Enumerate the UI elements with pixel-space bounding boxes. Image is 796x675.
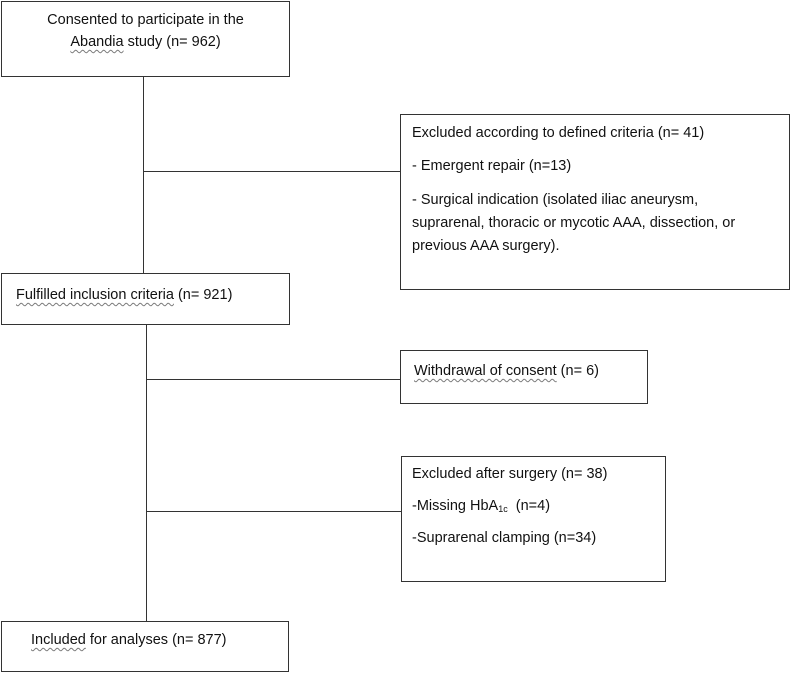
excluded-surgery-box: Excluded after surgery (n= 38) -Missing … <box>401 456 666 582</box>
consented-line2: Abandia study (n= 962) <box>2 32 289 54</box>
included-box: Included for analyses (n= 877) <box>1 621 289 672</box>
hba1c-count: (n=4) <box>507 497 551 514</box>
excluded-surgery-item-hba1c: -Missing HbA1c (n=4) <box>412 496 665 518</box>
fulfilled-count: (n= 921) <box>173 287 233 303</box>
excluded-surgery-title: Excluded after surgery (n= 38) <box>412 466 608 482</box>
hba1c-subscript: 1c <box>498 503 508 514</box>
withdrawal-label: Withdrawal of consent <box>414 363 557 379</box>
fulfilled-box: Fulfilled inclusion criteria (n= 921) <box>1 273 290 325</box>
withdrawal-box: Withdrawal of consent (n= 6) <box>400 350 648 404</box>
included-count: for analyses (n= 877) <box>85 632 227 648</box>
excluded-surgery-item-clamping: -Suprarenal clamping (n=34) <box>412 529 597 546</box>
connector-vertical-1 <box>143 76 145 274</box>
connector-horizontal-withdrawal <box>146 379 401 381</box>
excluded-criteria-title: Excluded according to defined criteria (… <box>412 125 705 141</box>
connector-horizontal-surgery <box>146 511 402 513</box>
hba1c-label: -Missing HbA <box>412 497 499 514</box>
withdrawal-count: (n= 6) <box>556 363 599 379</box>
excluded-criteria-item-surgical: - Surgical indication (isolated iliac an… <box>412 191 736 254</box>
connector-vertical-2 <box>146 325 148 622</box>
excluded-criteria-item-emergent: - Emergent repair (n=13) <box>412 157 572 174</box>
fulfilled-label: Fulfilled inclusion criteria <box>16 287 174 303</box>
consented-box: Consented to participate in the Abandia … <box>1 1 290 77</box>
consented-line1: Consented to participate in the <box>47 12 244 28</box>
included-label: Included <box>31 632 86 648</box>
consented-study-name: Abandia <box>70 33 124 50</box>
consented-count: study (n= 962) <box>123 33 221 50</box>
connector-horizontal-exclusion <box>143 171 401 173</box>
excluded-criteria-box: Excluded according to defined criteria (… <box>400 114 790 290</box>
